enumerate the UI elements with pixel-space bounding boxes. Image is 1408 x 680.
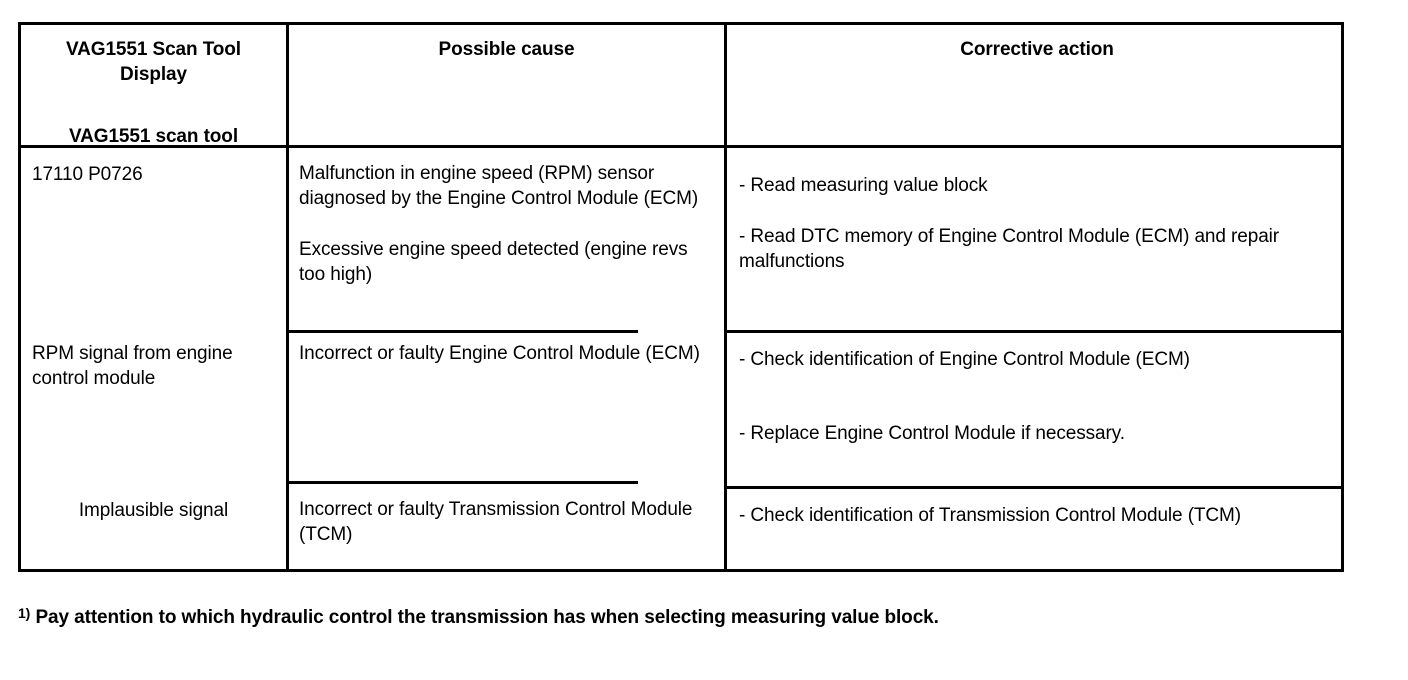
row1-row2-divider-cause xyxy=(286,330,638,333)
cause-text: Malfunction in engine speed (RPM) sensor… xyxy=(299,163,699,210)
signal-source-value: RPM signal from engine control module xyxy=(32,343,233,390)
header-line-2: Display xyxy=(120,64,187,86)
header-line-1: VAG1551 Scan Tool xyxy=(66,39,241,60)
column-divider-2 xyxy=(724,25,727,569)
footnote-marker: 1) xyxy=(18,605,31,621)
column-header-corrective-action: Corrective action xyxy=(727,37,1347,62)
action-text: - Check identification of Engine Control… xyxy=(739,349,1190,370)
signal-state-value: Implausible signal xyxy=(78,500,229,521)
header-bottom-rule xyxy=(21,145,1341,148)
footnote-text: Pay attention to which hydraulic control… xyxy=(35,607,939,628)
cell-possible-cause-row2: Incorrect or faulty Engine Control Modul… xyxy=(289,341,724,366)
cause-text: Excessive engine speed detected (engine … xyxy=(299,238,688,286)
dtc-code-value: 17110 P0726 xyxy=(32,164,143,185)
column-header-scan-tool-display: VAG1551 Scan Tool Display VAG1551 scan t… xyxy=(21,37,286,149)
column-divider-1 xyxy=(286,25,289,569)
row2-row3-divider-action xyxy=(724,486,1341,489)
cell-corrective-action-row1: - Read measuring value block - Read DTC … xyxy=(727,173,1347,274)
header-line-3: VAG1551 scan tool xyxy=(68,125,238,147)
cell-corrective-action-row2: - Check identification of Engine Control… xyxy=(727,347,1347,446)
action-text: - Replace Engine Control Module if neces… xyxy=(739,422,1125,444)
action-text: - Check identification of Transmission C… xyxy=(739,505,1241,526)
cause-text: Incorrect or faulty Transmission Control… xyxy=(299,499,693,546)
cause-text: Incorrect or faulty Engine Control Modul… xyxy=(299,343,700,364)
header-corrective-action-label: Corrective action xyxy=(960,39,1114,60)
cell-possible-cause-row3: Incorrect or faulty Transmission Control… xyxy=(289,497,724,548)
action-text: - Read measuring value block xyxy=(739,175,988,196)
header-possible-cause-label: Possible cause xyxy=(438,39,575,60)
dtc-diagnostic-table: VAG1551 Scan Tool Display VAG1551 scan t… xyxy=(18,22,1344,572)
row2-row3-divider-cause xyxy=(286,481,638,484)
cell-dtc-code: 17110 P0726 xyxy=(21,162,286,187)
action-text: - Read DTC memory of Engine Control Modu… xyxy=(739,225,1280,272)
column-header-possible-cause: Possible cause xyxy=(289,37,724,62)
row1-row2-divider-action xyxy=(724,330,1341,333)
cell-corrective-action-row3: - Check identification of Transmission C… xyxy=(727,503,1347,528)
cell-signal-source: RPM signal from engine control module xyxy=(21,341,286,392)
table-footnote: 1) Pay attention to which hydraulic cont… xyxy=(18,604,1358,631)
cell-possible-cause-row1: Malfunction in engine speed (RPM) sensor… xyxy=(289,161,724,287)
cell-signal-state: Implausible signal xyxy=(21,498,286,523)
